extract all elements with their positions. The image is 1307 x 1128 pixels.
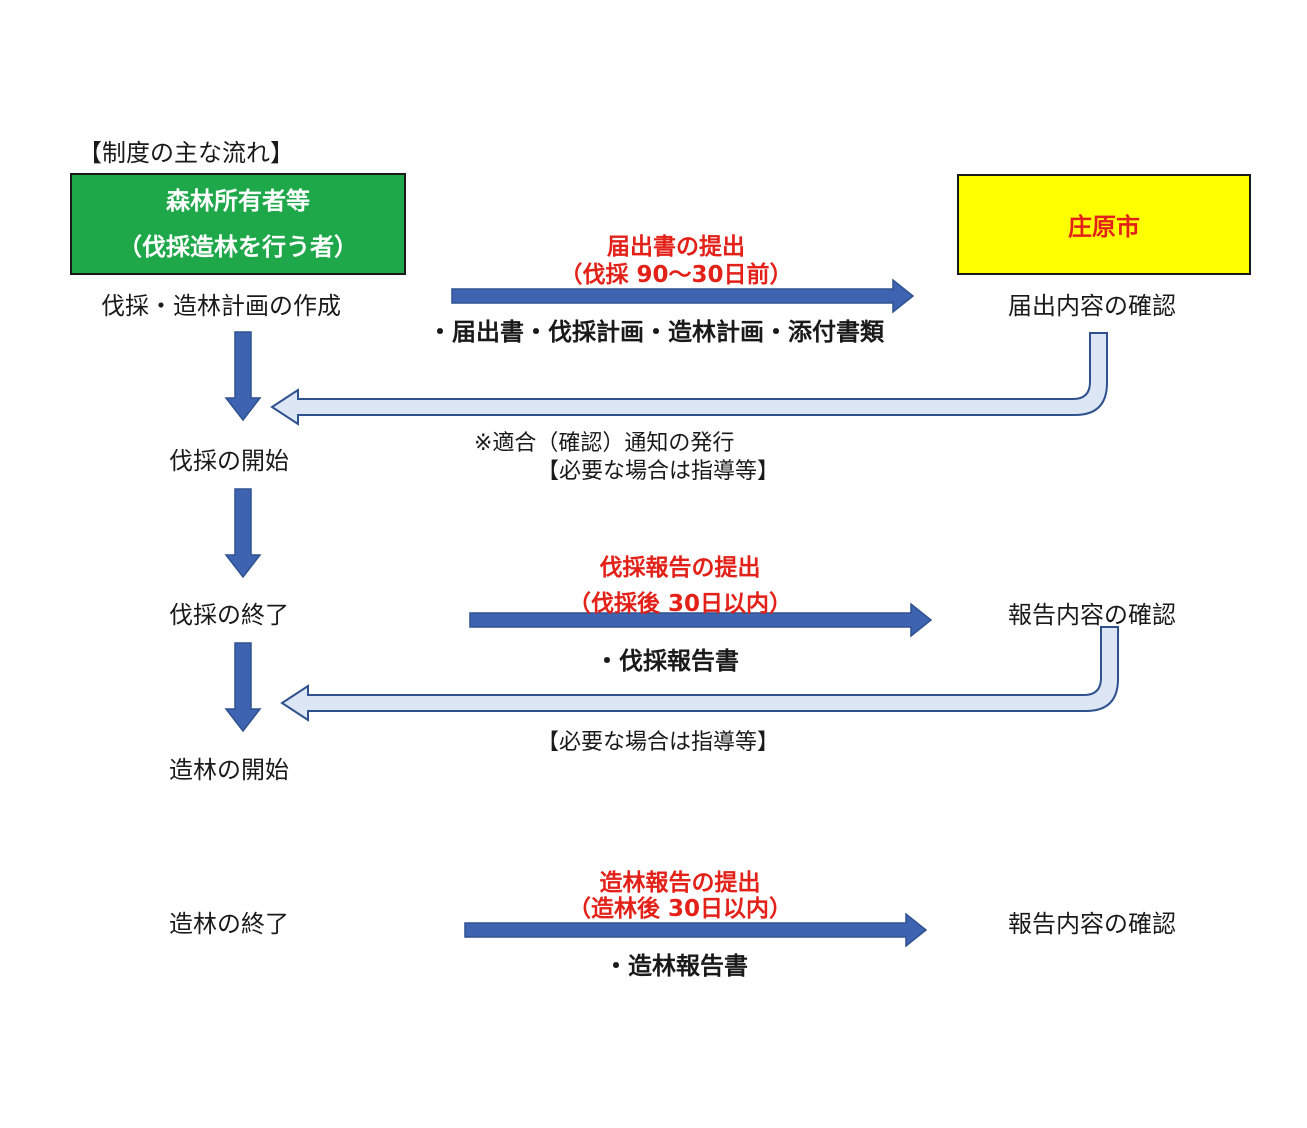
submit-arrow-1: [451, 278, 915, 314]
flow-1-documents: ・届出書・伐採計画・造林計画・添付書類: [428, 318, 884, 346]
left-step-plan: 伐採・造林計画の作成: [101, 292, 341, 320]
submit-arrow-3: [464, 912, 928, 948]
left-step-cutting-end: 伐採の終了: [169, 601, 289, 629]
left-step-planting-start: 造林の開始: [169, 756, 289, 784]
flow-3-subtitle: （造林後 30日以内）: [567, 896, 792, 922]
down-arrow-1: [224, 331, 262, 422]
left-step-cutting-start: 伐採の開始: [169, 447, 289, 475]
right-step-report-check-1: 報告内容の確認: [1008, 601, 1176, 629]
right-step-report-check-2: 報告内容の確認: [1008, 910, 1176, 938]
city-box: 庄原市: [957, 174, 1251, 275]
down-arrow-2: [224, 488, 262, 579]
down-arrow-3: [224, 642, 262, 733]
flow-3-documents: ・造林報告書: [604, 952, 748, 980]
submit-arrow-2: [469, 602, 933, 638]
forest-owner-label: 森林所有者等: [166, 187, 310, 215]
forest-owner-sublabel: （伐採造林を行う者）: [118, 233, 358, 261]
left-step-planting-end: 造林の終了: [169, 910, 289, 938]
return-arrow-2: [280, 626, 1119, 722]
flow-2-subtitle: （伐採後 30日以内）: [567, 591, 792, 617]
flow-1-title: 届出書の提出: [607, 234, 745, 260]
return-1-note: ※適合（確認）通知の発行: [474, 431, 735, 456]
flow-2-documents: ・伐採報告書: [595, 647, 739, 675]
flow-1-subtitle: （伐採 90～30日前）: [559, 262, 793, 288]
forest-owner-box: 森林所有者等 （伐採造林を行う者）: [70, 173, 406, 275]
return-arrow-1: [270, 332, 1108, 426]
right-step-notification-check: 届出内容の確認: [1008, 292, 1176, 320]
city-label: 庄原市: [1068, 213, 1140, 241]
flow-2-title: 伐採報告の提出: [599, 555, 761, 581]
flow-3-title: 造林報告の提出: [599, 870, 761, 896]
diagram-heading: 【制度の主な流れ】: [78, 139, 294, 167]
return-1-guidance: 【必要な場合は指導等】: [537, 459, 780, 484]
return-2-guidance: 【必要な場合は指導等】: [537, 730, 780, 755]
